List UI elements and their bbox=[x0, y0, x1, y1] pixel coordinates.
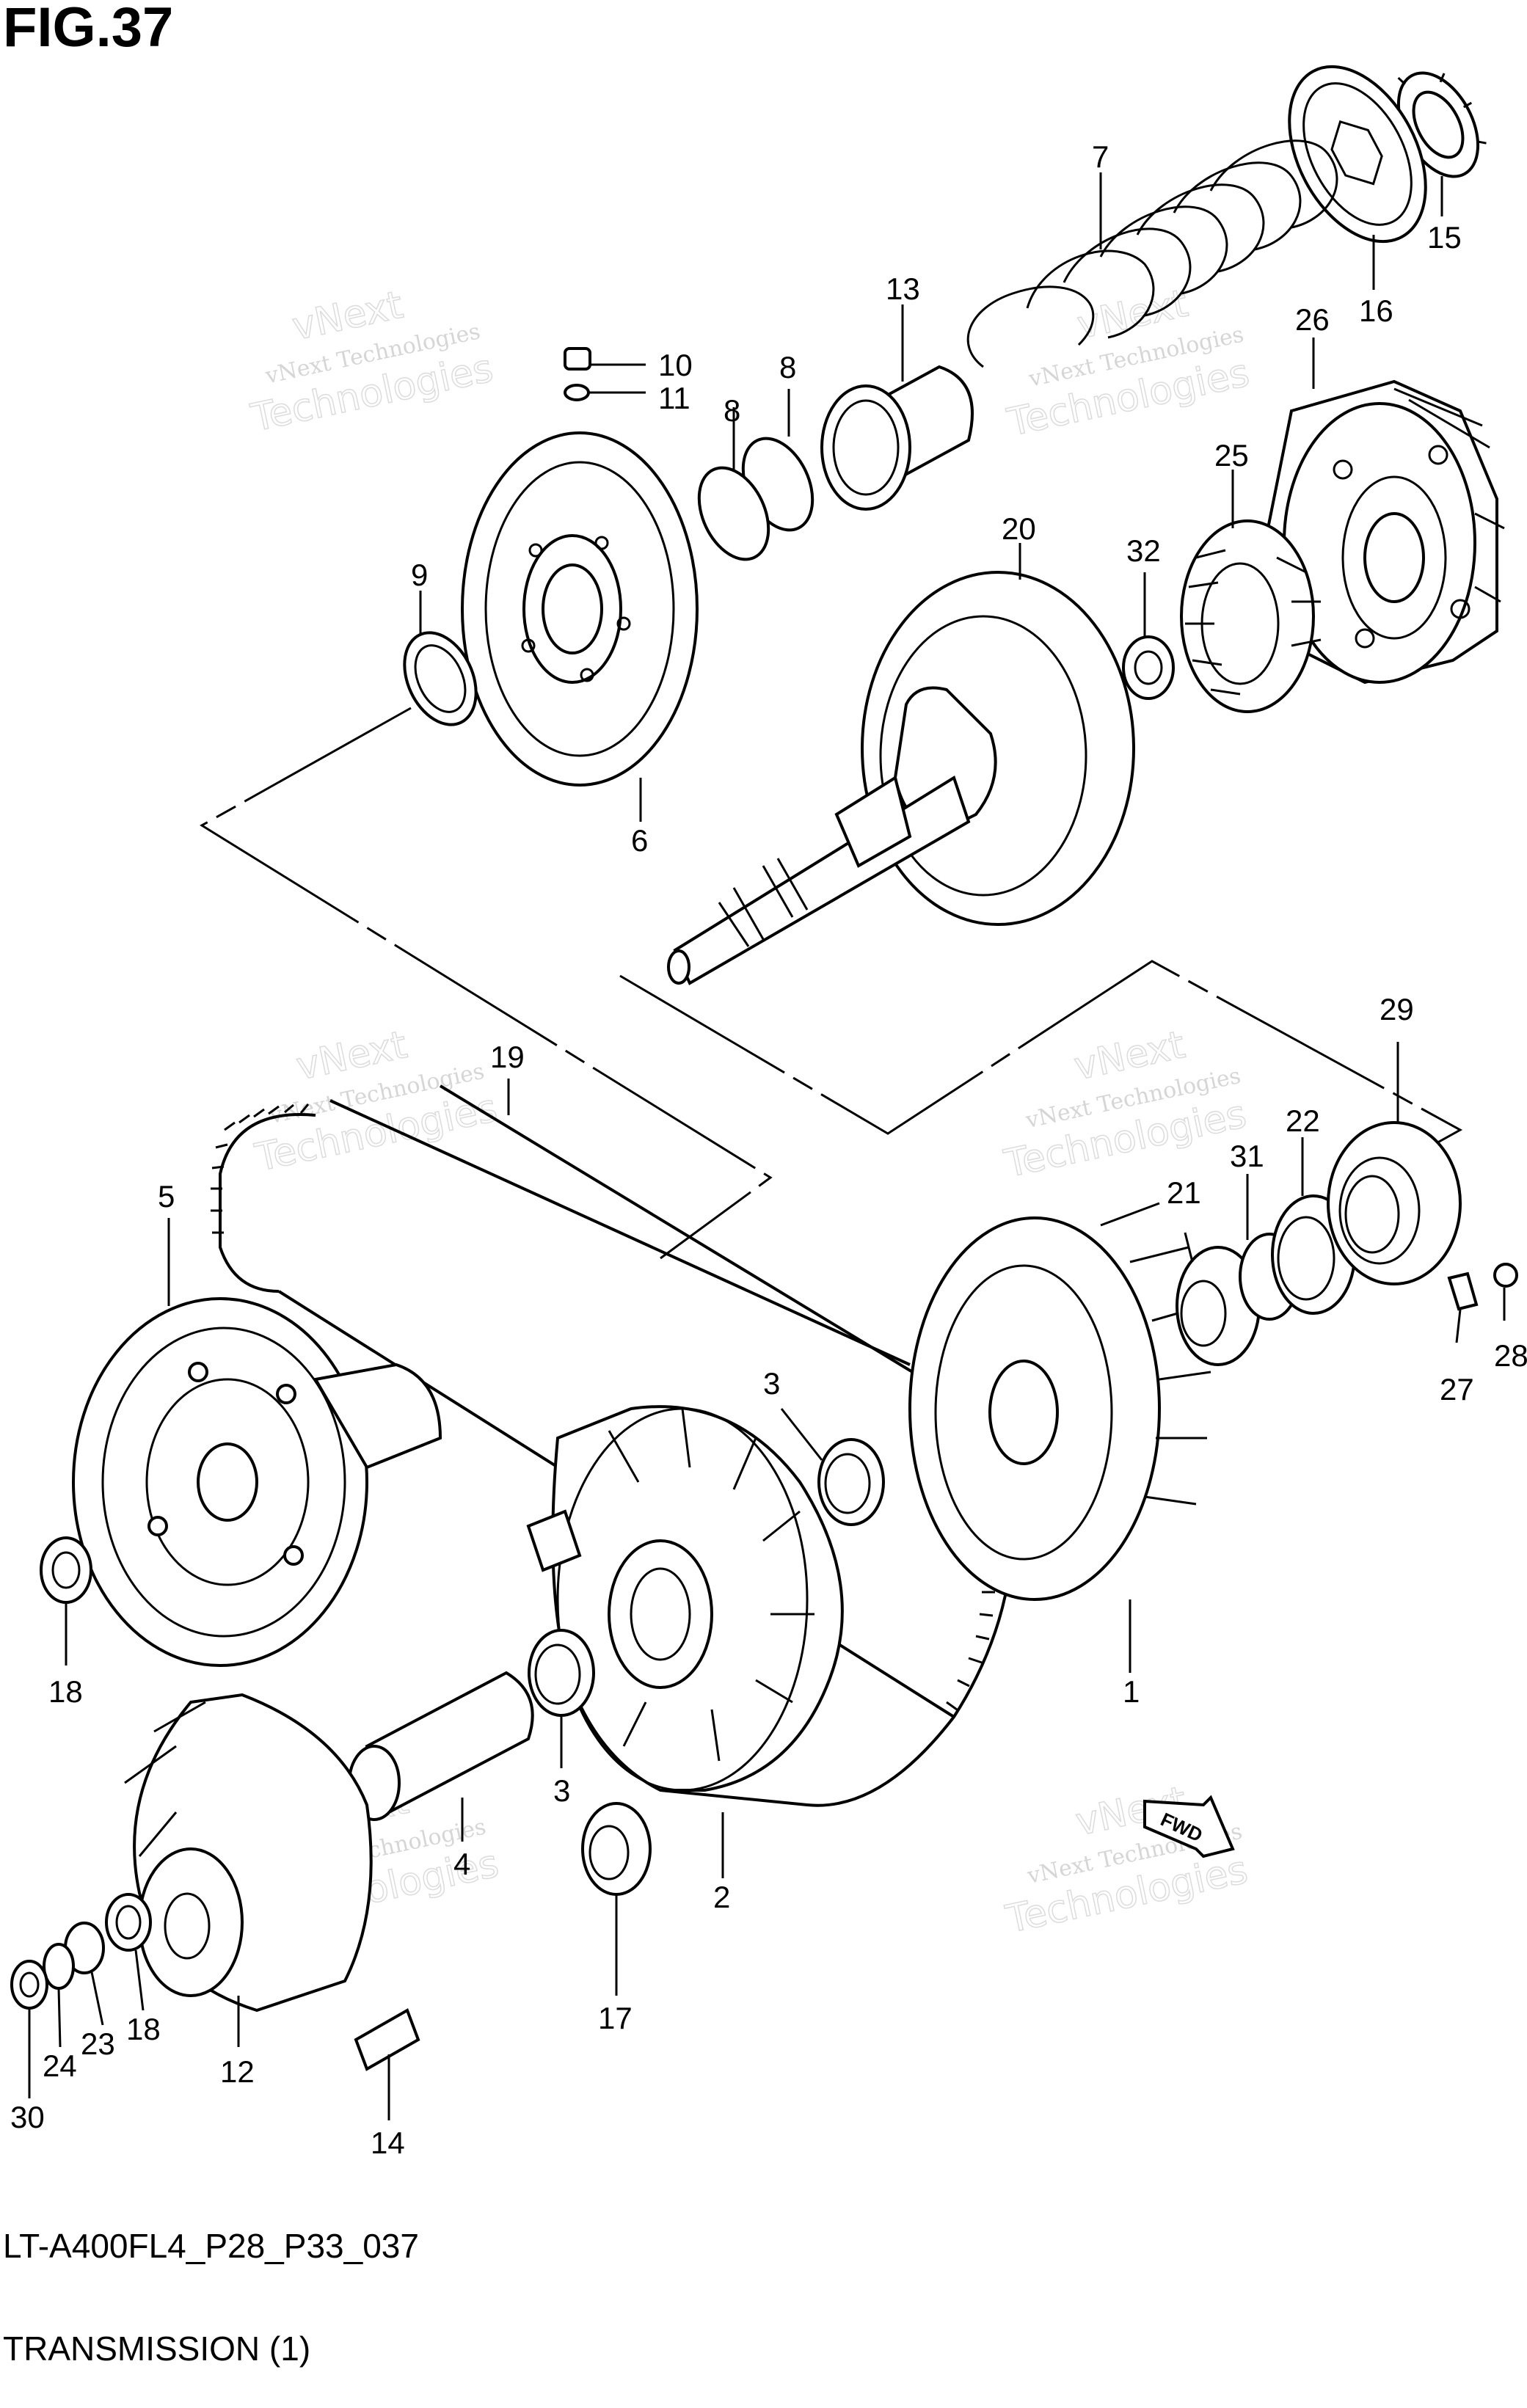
callout-30: 30 bbox=[10, 2100, 45, 2134]
callout-22: 22 bbox=[1286, 1103, 1320, 1138]
callout-10: 10 bbox=[658, 348, 693, 382]
callout-9: 9 bbox=[411, 558, 428, 592]
callout-6: 6 bbox=[631, 823, 648, 858]
part-17-bearing bbox=[581, 1802, 652, 1896]
part-5-drive-face bbox=[72, 1297, 442, 1667]
figure-title: FIG.37 bbox=[3, 0, 174, 59]
callout-21: 21 bbox=[1167, 1175, 1201, 1210]
part-4-sleeve bbox=[348, 1671, 534, 1821]
part-25-one-way-clutch bbox=[1180, 519, 1322, 713]
fwd-arrow-icon: FWD bbox=[1143, 1795, 1235, 1858]
part-19-belt bbox=[211, 1084, 1015, 1807]
callout-24: 24 bbox=[43, 2048, 77, 2083]
part-18-spacer bbox=[40, 1536, 92, 1604]
part-27-plate bbox=[1447, 1272, 1479, 1311]
callout-16: 16 bbox=[1359, 293, 1393, 328]
part-16-spring-seat bbox=[1288, 65, 1427, 244]
callout-27: 27 bbox=[1440, 1372, 1474, 1407]
part-3-collar bbox=[528, 1629, 595, 1717]
callout-8: 8 bbox=[724, 393, 740, 428]
part-12-plate bbox=[124, 1693, 373, 2013]
callout-29: 29 bbox=[1380, 992, 1414, 1026]
callout-7: 7 bbox=[1092, 139, 1109, 174]
callout-14: 14 bbox=[371, 2126, 405, 2160]
part-18-spacer bbox=[105, 1893, 152, 1952]
callout-18: 18 bbox=[48, 1674, 83, 1709]
part-6-sheave bbox=[461, 431, 699, 787]
watermark-2: vNext Technologies Technologies vNext bbox=[1003, 281, 1254, 446]
part-28-bolt bbox=[1493, 1263, 1518, 1288]
callout-12: 12 bbox=[220, 2054, 255, 2089]
part-13-collar bbox=[820, 365, 974, 511]
part-11-washer bbox=[564, 384, 590, 401]
part-10-pin bbox=[564, 347, 591, 371]
callout-3: 3 bbox=[763, 1366, 780, 1401]
callout-8: 8 bbox=[779, 350, 796, 384]
callout-23: 23 bbox=[81, 2026, 115, 2061]
diagram-code: LT-A400FL4_P28_P33_037 bbox=[3, 2227, 419, 2265]
callout-11: 11 bbox=[658, 381, 690, 415]
callout-1: 1 bbox=[1123, 1674, 1140, 1709]
part-7-spring bbox=[966, 139, 1338, 368]
part-3-collar bbox=[817, 1438, 885, 1526]
callout-18: 18 bbox=[126, 2012, 161, 2046]
callout-labels: 15 16 7 13 8 8 10 11 9 6 26 25 32 20 19 … bbox=[10, 139, 1527, 2160]
part-24-washer bbox=[43, 1943, 75, 1990]
callout-2: 2 bbox=[713, 1880, 730, 1914]
part-30-washer bbox=[10, 1960, 48, 2010]
callout-25: 25 bbox=[1214, 438, 1249, 473]
callout-13: 13 bbox=[886, 271, 920, 306]
callout-3: 3 bbox=[553, 1773, 570, 1808]
watermark-4: vNext Technologies Technologies vNext bbox=[1000, 1022, 1251, 1187]
part-14-slider bbox=[354, 2008, 420, 2071]
diagram-name: TRANSMISSION (1) bbox=[3, 2329, 311, 2368]
callout-26: 26 bbox=[1295, 302, 1330, 337]
callout-31: 31 bbox=[1230, 1139, 1264, 1173]
part-26-clutch-housing bbox=[1260, 379, 1505, 685]
part-32-nut bbox=[1122, 635, 1175, 700]
callout-28: 28 bbox=[1494, 1338, 1527, 1373]
callout-15: 15 bbox=[1427, 220, 1462, 255]
part-20-driven-shaft bbox=[667, 571, 1135, 985]
callout-19: 19 bbox=[490, 1040, 525, 1074]
watermark-3: vNext Technologies Technologies vNext bbox=[251, 1022, 502, 1181]
part-8-oring bbox=[697, 437, 814, 561]
callout-32: 32 bbox=[1126, 533, 1161, 568]
part-29-bearing bbox=[1327, 1121, 1462, 1285]
watermark-1: vNext Technologies Technologies vNext bbox=[247, 282, 498, 441]
part-1-movable-drive-face bbox=[908, 1202, 1211, 1601]
group-outline-driven-shaft bbox=[200, 707, 1463, 1260]
part-9-ring bbox=[403, 631, 478, 726]
callout-5: 5 bbox=[158, 1179, 175, 1214]
part-2-driven-face bbox=[526, 1405, 844, 1792]
leader-lines bbox=[28, 172, 1506, 2120]
callout-4: 4 bbox=[453, 1847, 470, 1881]
callout-20: 20 bbox=[1002, 511, 1036, 546]
watermark-6: vNext Technologies Technologies vNext bbox=[1002, 1778, 1253, 1943]
callout-17: 17 bbox=[598, 2001, 633, 2035]
